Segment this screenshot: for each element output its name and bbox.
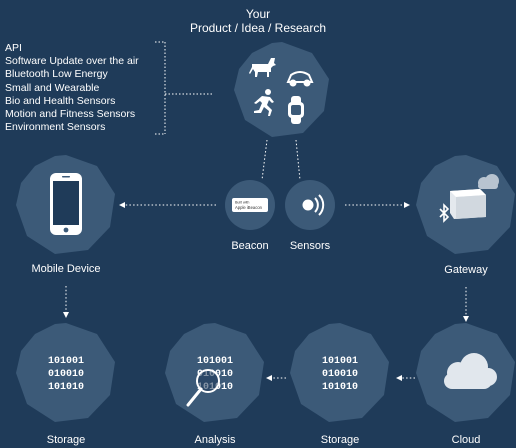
ibeacon-badge-line1: Built with [235, 201, 249, 205]
product-node [234, 42, 329, 137]
arrow-head [404, 202, 410, 208]
arrow-head [463, 316, 469, 322]
gateway-label: Gateway [444, 264, 488, 276]
analysis-label: Analysis [194, 434, 236, 446]
arrow-head [63, 312, 69, 318]
header-line1: Your [245, 7, 271, 21]
arrow-head [396, 375, 402, 381]
binary-line: 101010 [48, 382, 84, 393]
magnifier-icon [186, 369, 220, 407]
gateway-node [416, 155, 515, 254]
mobile-node [16, 155, 115, 254]
ibeacon-badge-line2: Apple iBeacon [235, 205, 263, 210]
mobile-device-label: Mobile Device [31, 263, 101, 275]
analysis-node: 101001 010010 101010 [165, 323, 264, 422]
smartwatch-icon [288, 96, 304, 124]
gateway-box-icon [450, 189, 486, 219]
storage-mid-node: 101001 010010 101010 [290, 323, 389, 422]
sensors-node [285, 180, 335, 230]
cloud-label: Cloud [451, 434, 481, 446]
storage-left-node: 101001 010010 101010 [16, 323, 115, 422]
signal-icon [302, 194, 325, 216]
binary-line: 010010 [48, 369, 84, 380]
feature-item: Environment Sensors [5, 121, 106, 134]
storage-mid-label: Storage [320, 434, 360, 446]
ibeacon-badge [232, 198, 268, 212]
feature-item: Bio and Health Sensors [5, 94, 116, 107]
feature-list: API Software Update over the air Bluetoo… [5, 42, 139, 134]
feature-item: Software Update over the air [5, 55, 139, 68]
horse-icon [249, 58, 276, 77]
bluetooth-icon [439, 203, 450, 223]
sensors-label: Sensors [289, 240, 331, 252]
arrow-head [266, 375, 272, 381]
binary-line: 101001 [322, 356, 358, 367]
cloud-node [416, 323, 515, 422]
smartphone-icon [50, 173, 82, 235]
binary-line: 101001 [48, 356, 84, 367]
arrow-head [119, 202, 125, 208]
header-line2: Product / Idea / Research [189, 21, 327, 35]
cloud-icon [444, 353, 497, 389]
connector-product-beacon [261, 139, 268, 181]
binary-line: 010010 [322, 369, 358, 380]
beacon-node: Built with Apple iBeacon [225, 180, 275, 230]
car-icon [286, 71, 314, 87]
binary-line: 101010 [322, 382, 358, 393]
connector-product-sensors [295, 139, 301, 181]
feature-item: Small and Wearable [5, 81, 100, 94]
feature-item: API [5, 42, 22, 54]
runner-icon [254, 89, 274, 116]
cloud-icon [478, 174, 499, 189]
feature-item: Motion and Fitness Sensors [5, 108, 136, 121]
binary-line: 101001 [197, 356, 233, 367]
feature-item: Bluetooth Low Energy [5, 68, 108, 81]
feature-bracket [155, 41, 212, 135]
storage-left-label: Storage [46, 434, 86, 446]
